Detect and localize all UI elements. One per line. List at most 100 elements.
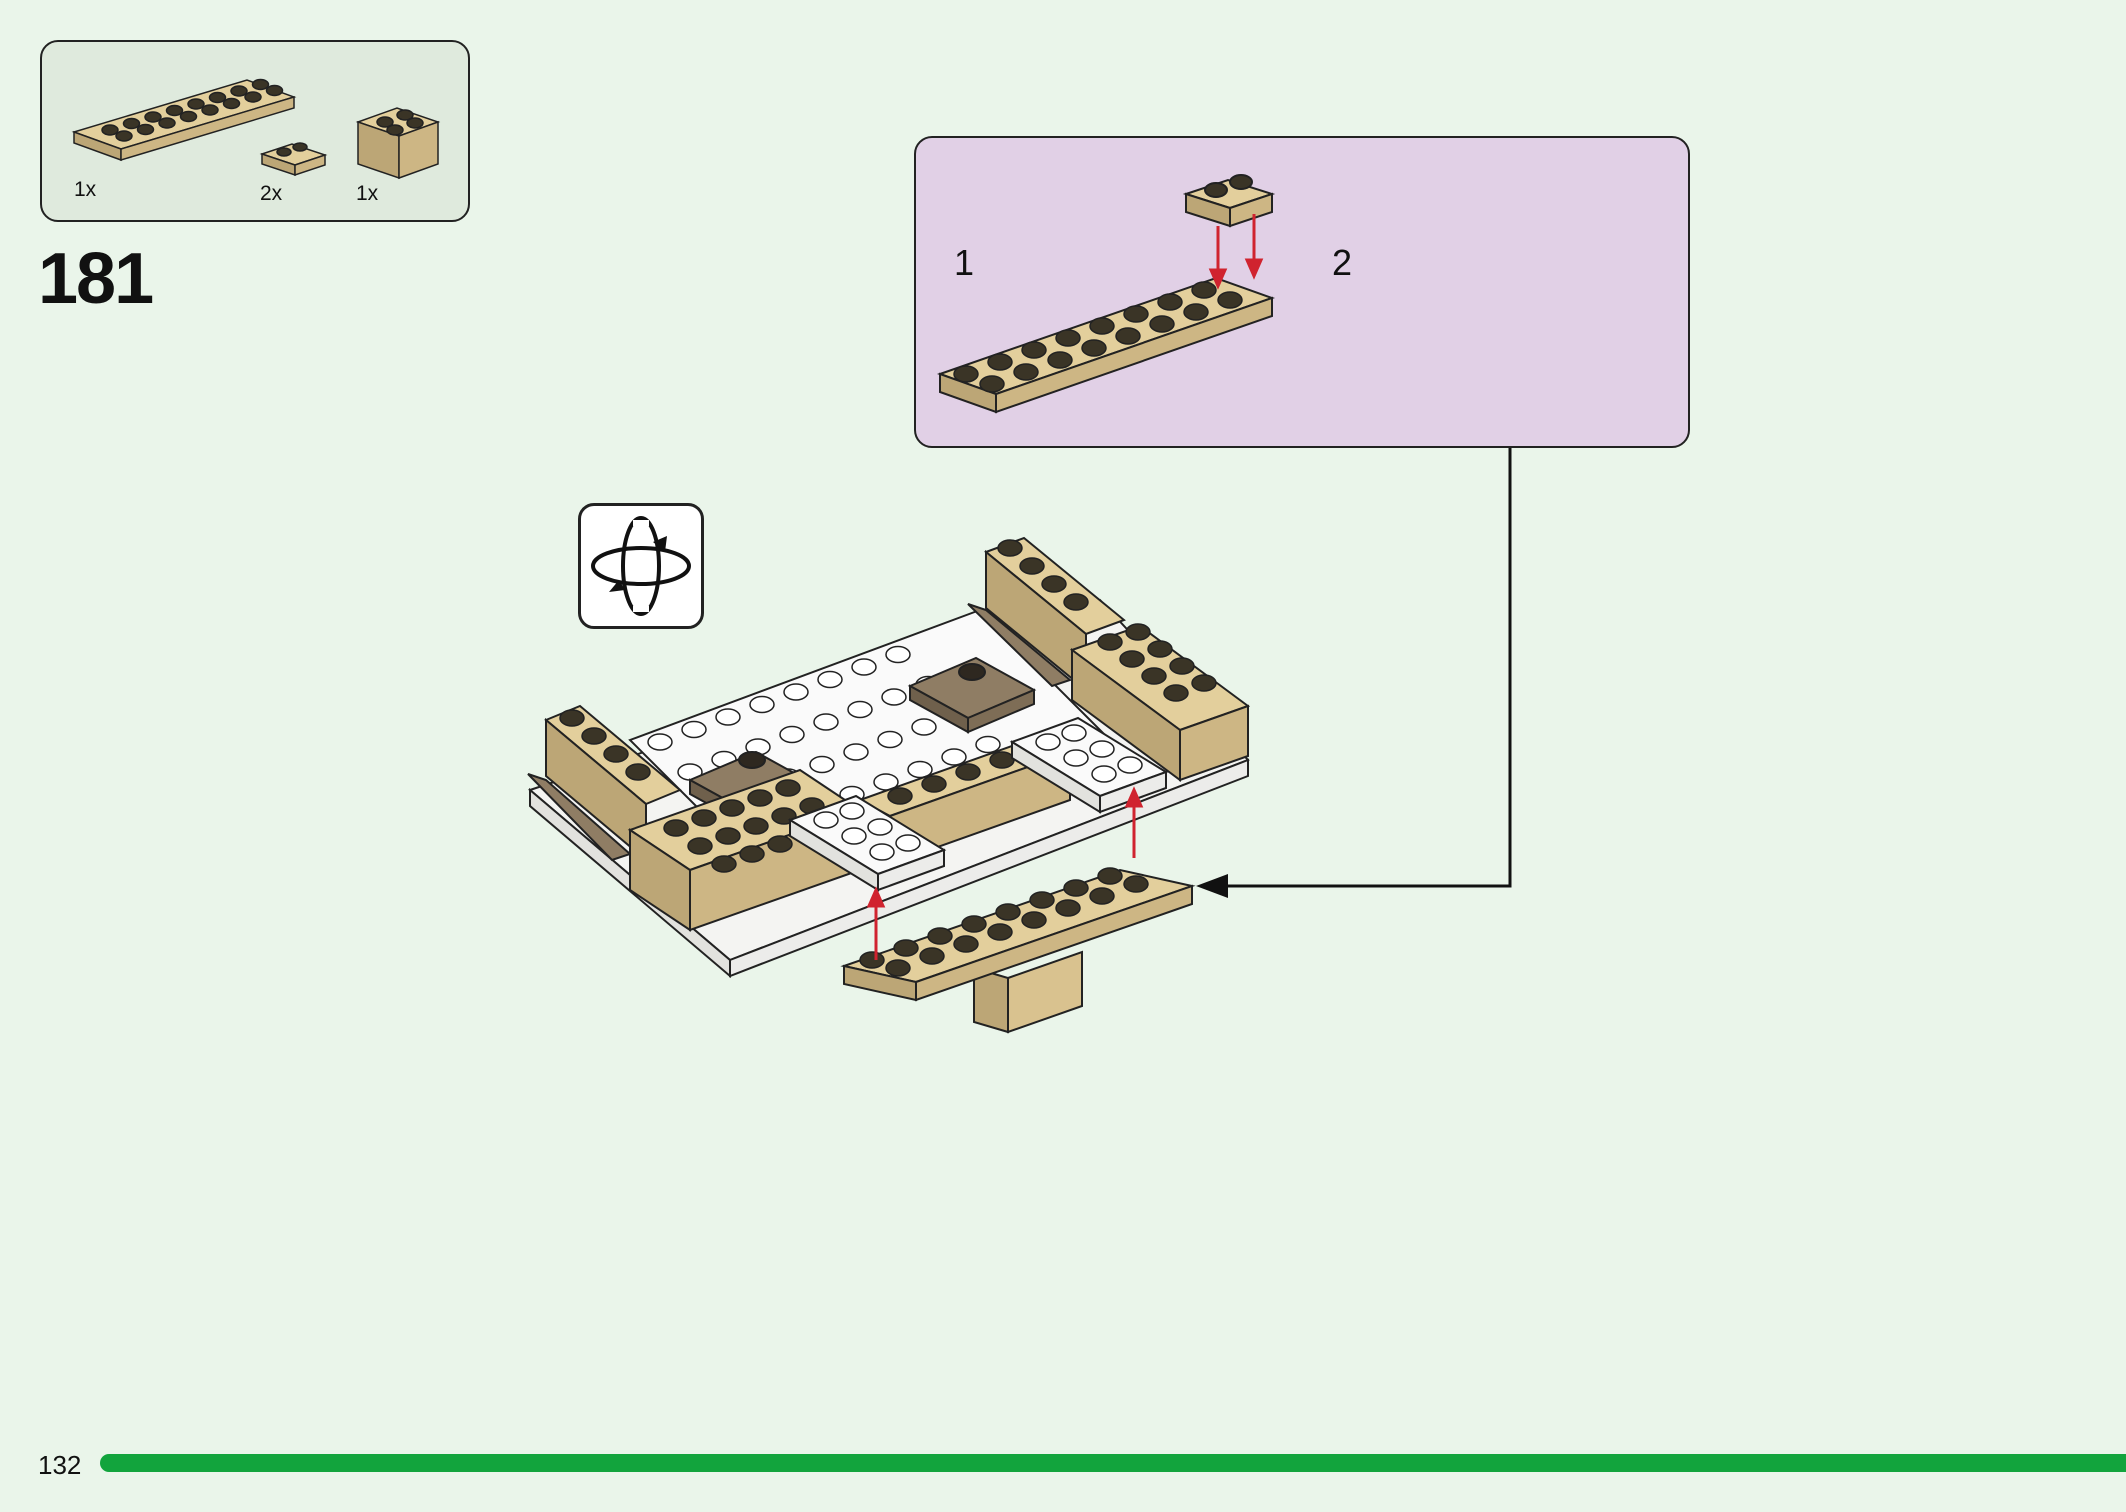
stud xyxy=(122,117,141,130)
part-quantity: 1x xyxy=(74,178,97,201)
stud xyxy=(885,645,911,664)
stud xyxy=(1183,303,1209,321)
stud xyxy=(895,834,921,852)
stud xyxy=(1097,867,1123,885)
sub-step-label: 2 xyxy=(1332,242,1353,283)
stud xyxy=(1013,363,1039,381)
stud xyxy=(1063,879,1089,897)
down-arrow-icon xyxy=(1208,214,1264,290)
stud xyxy=(1141,667,1167,685)
stud xyxy=(1157,293,1183,311)
stud xyxy=(839,802,865,820)
stud xyxy=(843,743,869,761)
stud xyxy=(101,124,119,136)
stud xyxy=(1125,623,1151,641)
stud xyxy=(851,658,877,676)
stud xyxy=(1123,305,1149,323)
stud xyxy=(715,827,741,845)
stud xyxy=(809,755,835,774)
stud xyxy=(265,84,284,97)
stud xyxy=(230,85,248,97)
stud xyxy=(989,751,1015,769)
stud xyxy=(1021,911,1047,929)
stud xyxy=(859,951,885,969)
sub-assembly-illustration xyxy=(936,174,1276,414)
stud xyxy=(1115,327,1141,345)
stud xyxy=(847,700,873,719)
stud xyxy=(663,819,689,837)
stud xyxy=(1055,329,1081,347)
progress-bar-fill xyxy=(100,1454,2126,1472)
stud xyxy=(625,763,651,781)
attach-piece-studs xyxy=(859,867,1149,977)
stud xyxy=(783,683,809,701)
stud xyxy=(136,123,155,136)
stud xyxy=(1081,339,1107,357)
stud xyxy=(841,827,867,845)
stud xyxy=(921,775,947,793)
stud xyxy=(719,799,745,817)
stud xyxy=(885,959,911,977)
page-number: 132 xyxy=(38,1450,82,1480)
rotate-arrows-icon xyxy=(591,516,691,616)
stud xyxy=(1089,740,1115,758)
stud xyxy=(1097,633,1123,651)
callout-connector xyxy=(1212,448,1512,888)
stud xyxy=(1063,749,1089,767)
stud xyxy=(953,365,979,383)
stud xyxy=(1191,674,1217,692)
stud xyxy=(979,375,1005,393)
stud xyxy=(1091,765,1117,783)
stud xyxy=(1035,733,1061,751)
stud xyxy=(1041,575,1067,593)
stud xyxy=(1047,351,1073,369)
stud xyxy=(559,709,585,727)
progress-bar xyxy=(100,1454,2126,1472)
stud xyxy=(1117,756,1143,774)
right-block-studs xyxy=(1097,623,1217,702)
stud xyxy=(747,789,773,807)
stud xyxy=(244,91,262,103)
stud xyxy=(1119,650,1145,668)
stud xyxy=(1021,341,1047,359)
up-arrow-icon xyxy=(866,786,1144,960)
stud xyxy=(187,98,205,110)
sub-step-label: 1 xyxy=(954,242,975,283)
stud xyxy=(927,927,953,945)
back-wall-studs xyxy=(997,539,1089,611)
stud xyxy=(893,939,919,957)
rotate-model-icon xyxy=(578,503,704,629)
stud xyxy=(1163,684,1189,702)
stud xyxy=(813,811,839,829)
stud xyxy=(222,97,241,110)
stud xyxy=(881,688,907,706)
stud xyxy=(941,748,967,766)
stud xyxy=(1029,891,1055,909)
stud xyxy=(1217,291,1243,309)
part-quantity: 2x xyxy=(260,182,283,205)
stud xyxy=(581,727,607,745)
stud xyxy=(739,845,765,863)
stud xyxy=(1089,317,1115,335)
part-quantity: 1x xyxy=(356,182,379,205)
stud xyxy=(987,923,1013,941)
step-number: 181 xyxy=(38,239,154,319)
stud xyxy=(1123,875,1149,893)
brick-2x2-illustration xyxy=(355,107,441,180)
stud xyxy=(907,760,933,779)
stud xyxy=(681,720,707,739)
sub-step-1-small-plate xyxy=(1182,174,1276,228)
stud xyxy=(687,837,713,855)
stud xyxy=(813,713,839,731)
stud xyxy=(817,670,843,689)
stud xyxy=(975,735,1001,754)
stud xyxy=(779,725,805,744)
stud xyxy=(775,779,801,797)
stud xyxy=(919,947,945,965)
sub-step-1-studs xyxy=(953,281,1243,393)
left-wall-studs xyxy=(559,709,651,781)
stud xyxy=(749,695,775,714)
white-front-plate-studs xyxy=(813,724,1143,861)
stud xyxy=(953,935,979,953)
dark-tile-right xyxy=(907,656,1037,734)
